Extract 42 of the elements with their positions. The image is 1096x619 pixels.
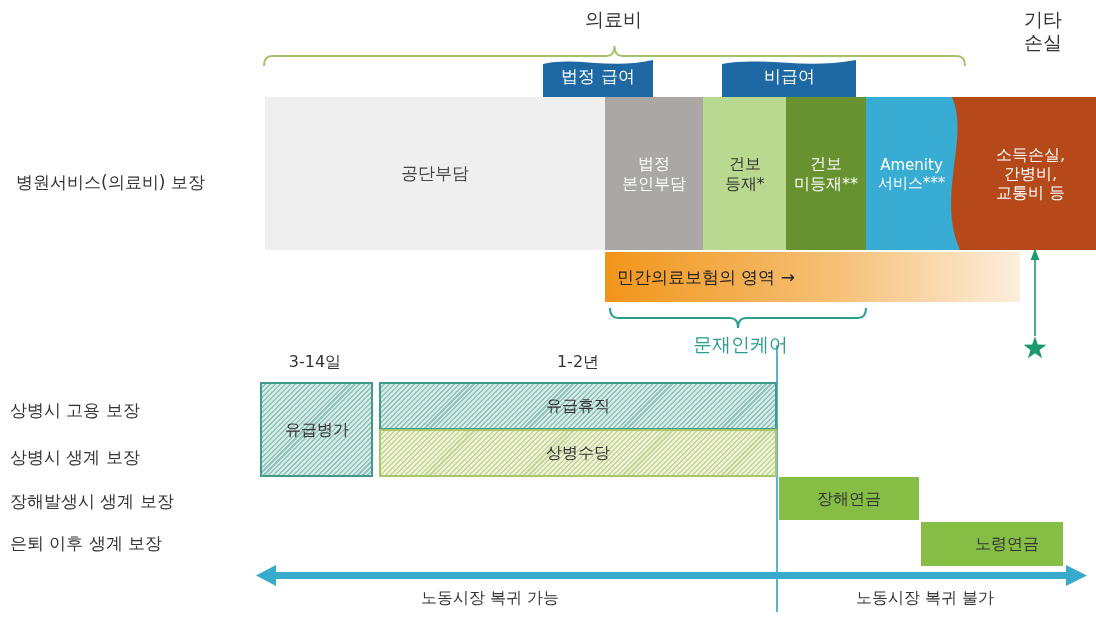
row-label: 상병시 고용 보장 — [10, 400, 140, 421]
category-heading: 기타 손실 — [1023, 8, 1063, 54]
coverage-block — [786, 97, 866, 250]
coverage-block — [866, 97, 965, 250]
node-label: Amenity 서비스*** — [876, 155, 947, 192]
node-label: 비급여 — [763, 66, 815, 87]
benefit-block — [779, 477, 919, 520]
benefit-block — [921, 522, 1063, 566]
node-label: 법정 본인부담 — [621, 154, 687, 193]
coverage-block — [605, 97, 703, 250]
row-label: 장해발생시 생계 보장 — [10, 491, 174, 512]
zone-label: 노동시장 복귀 가능 — [420, 588, 560, 608]
node-label: 유급병가 — [284, 419, 349, 440]
coverage-block — [703, 97, 786, 250]
banner-ribbon — [722, 58, 856, 97]
node-label: 공단부담 — [401, 163, 469, 184]
row-label: 은퇴 이후 생계 보장 — [10, 533, 163, 554]
node-label: 소득손실, 간병비, 교통비 등 — [994, 144, 1067, 203]
node-label: 민간의료보험의 영역 → — [617, 266, 796, 288]
benefit-block — [379, 429, 777, 477]
star-marker — [1023, 336, 1047, 359]
node-label: 건보 미등재** — [793, 154, 859, 193]
row-label: 병원서비스(의료비) 보장 — [16, 172, 205, 193]
node-label: 유급휴직 — [546, 396, 610, 416]
banner-ribbon — [543, 58, 653, 97]
benefit-block — [379, 382, 777, 430]
node-label: 장해연금 — [817, 488, 881, 509]
category-heading: 의료비 — [584, 8, 642, 31]
insurance-band — [605, 252, 1020, 302]
node-label: 상병수당 — [546, 443, 610, 463]
node-label: 노령연금 — [975, 534, 1039, 554]
duration-label: 1-2년 — [556, 352, 600, 372]
node-label: 건보 등재* — [723, 154, 766, 193]
coverage-block — [965, 97, 1096, 250]
row-label: 상병시 생계 보장 — [10, 447, 140, 468]
zone-label: 노동시장 복귀 불가 — [855, 588, 995, 608]
arrow — [1030, 248, 1040, 337]
duration-label: 3-14일 — [288, 352, 342, 372]
coverage-block — [265, 97, 605, 250]
group-label: 문재인케어 — [692, 333, 788, 356]
benefit-block — [260, 382, 373, 477]
node-label: 법정 급여 — [561, 66, 635, 87]
